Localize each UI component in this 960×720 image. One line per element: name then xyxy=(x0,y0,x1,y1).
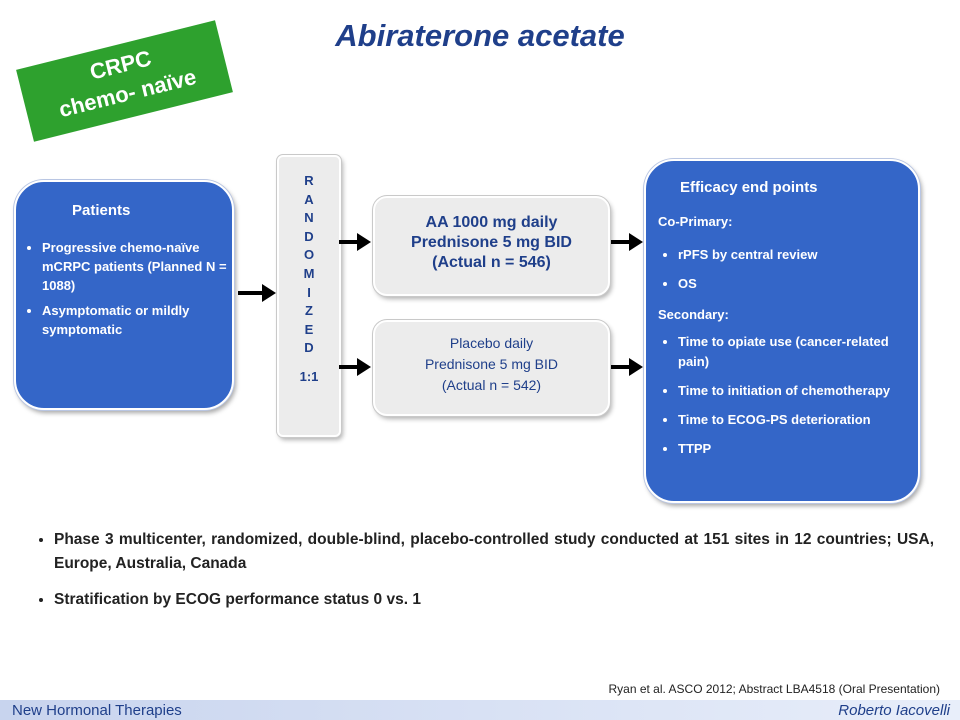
co-primary-label: Co-Primary: xyxy=(658,214,733,229)
arm-line: AA 1000 mg daily xyxy=(425,214,558,231)
patients-item: Asymptomatic or mildly symptomatic xyxy=(42,301,238,339)
arrow-right-icon xyxy=(339,233,371,251)
treatment-arm-box: AA 1000 mg daily Prednisone 5 mg BID (Ac… xyxy=(373,196,610,296)
endpoint-item: OS xyxy=(678,274,918,294)
study-notes-list: Phase 3 multicenter, randomized, double-… xyxy=(36,528,934,624)
randomized-letter: Z xyxy=(305,303,313,319)
arm-text: AA 1000 mg daily Prednisone 5 mg BID (Ac… xyxy=(375,213,608,273)
arm-text: Placebo daily Prednisone 5 mg BID (Actua… xyxy=(375,333,608,396)
secondary-label: Secondary: xyxy=(658,307,729,322)
arm-line: Prednisone 5 mg BID xyxy=(424,356,559,372)
randomized-letter: R xyxy=(304,173,314,188)
arm-line: (Actual n = 546) xyxy=(432,254,551,271)
randomized-letter: A xyxy=(304,191,314,207)
patients-heading: Patients xyxy=(72,202,131,219)
footer-author: Roberto Iacovelli xyxy=(838,702,950,719)
footer-section-title: New Hormonal Therapies xyxy=(12,702,182,719)
randomized-letter: I xyxy=(307,284,311,300)
randomized-letter: E xyxy=(304,321,314,337)
randomized-letter: O xyxy=(303,247,315,263)
arrow-right-icon xyxy=(611,358,643,376)
arrow-right-icon xyxy=(238,284,276,302)
endpoint-item: rPFS by central review xyxy=(678,245,918,265)
study-note: Phase 3 multicenter, randomized, double-… xyxy=(54,528,934,576)
endpoint-item: TTPP xyxy=(678,439,918,459)
patients-item: Progressive chemo-naïve mCRPC patients (… xyxy=(42,238,238,295)
placebo-arm-box: Placebo daily Prednisone 5 mg BID (Actua… xyxy=(373,320,610,416)
arm-line: Placebo daily xyxy=(449,335,534,351)
randomized-letter: N xyxy=(304,210,314,226)
randomized-letter: M xyxy=(303,265,315,281)
primary-endpoints-list: rPFS by central review OS xyxy=(664,245,918,294)
study-note: Stratification by ECOG performance statu… xyxy=(54,588,934,612)
endpoint-item: Time to initiation of chemotherapy xyxy=(678,381,918,401)
arrow-right-icon xyxy=(339,358,371,376)
arrow-right-icon xyxy=(611,233,643,251)
efficacy-endpoints-box: Efficacy end points Co-Primary: rPFS by … xyxy=(644,159,920,503)
endpoint-item: Time to ECOG-PS deterioration xyxy=(678,410,918,430)
efficacy-heading: Efficacy end points xyxy=(680,179,818,196)
footer-bar: New Hormonal Therapies Roberto Iacovelli xyxy=(0,700,960,720)
arm-line: Prednisone 5 mg BID xyxy=(411,234,572,251)
randomization-ratio: 1:1 xyxy=(299,368,319,384)
randomized-letters: R A N D O M I Z E D 1:1 xyxy=(279,172,339,387)
randomized-letter: D xyxy=(304,340,314,356)
secondary-endpoints-list: Time to opiate use (cancer-related pain)… xyxy=(664,332,918,459)
randomized-box: R A N D O M I Z E D 1:1 xyxy=(277,155,341,437)
randomized-letter: D xyxy=(304,228,314,244)
patients-list: Progressive chemo-naïve mCRPC patients (… xyxy=(28,238,238,345)
citation: Ryan et al. ASCO 2012; Abstract LBA4518 … xyxy=(608,682,940,696)
slide-title: Abiraterone acetate xyxy=(335,18,625,53)
arm-line: (Actual n = 542) xyxy=(441,377,542,393)
endpoint-item: Time to opiate use (cancer-related pain) xyxy=(678,332,918,372)
patients-box: Patients Progressive chemo-naïve mCRPC p… xyxy=(14,180,234,410)
